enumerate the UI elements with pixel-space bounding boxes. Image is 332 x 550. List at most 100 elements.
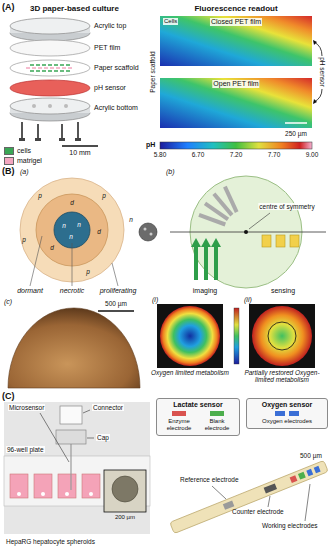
scale-label: 250 µm xyxy=(285,130,307,137)
cell-dot xyxy=(144,228,147,231)
map-caption: Partially restored Oxygen-limited metabo… xyxy=(238,369,326,384)
panel-title: Fluorescence readout xyxy=(194,4,277,13)
well xyxy=(82,474,100,498)
zone-letter: n xyxy=(129,216,133,223)
leader-line xyxy=(212,486,226,499)
arrow-head xyxy=(313,40,317,45)
image-label: Cells xyxy=(163,18,178,25)
spheroid xyxy=(89,492,93,496)
zone-letter: d xyxy=(97,228,101,235)
sensor-box: Lactate sensorEnzyme electrodeBlank elec… xyxy=(156,398,240,436)
scale-label: 200 µm xyxy=(115,514,135,521)
spheroid xyxy=(41,492,45,496)
spheroid xyxy=(17,492,21,496)
spheroid-model xyxy=(20,178,157,286)
scale-bar xyxy=(285,122,307,124)
microsensor-needle xyxy=(70,444,71,490)
subpanel-letter: (ii) xyxy=(244,296,252,304)
ph-sensor-disc xyxy=(10,80,90,96)
screw xyxy=(77,122,79,138)
scale-bar xyxy=(98,310,134,312)
paper-scaffold xyxy=(10,60,90,76)
well-hole xyxy=(48,104,52,108)
cells-stripe xyxy=(30,70,70,72)
zone-label: necrotic xyxy=(60,287,85,295)
leader-line xyxy=(40,413,69,462)
part-label: 96-well plate xyxy=(6,446,45,453)
screw-head xyxy=(75,138,81,141)
panel-title: 3D paper-based culture xyxy=(30,4,119,13)
connector xyxy=(60,406,82,424)
arrow-head xyxy=(313,99,317,104)
acrylic-top xyxy=(10,18,90,34)
legend-entry: matrigel xyxy=(4,157,42,165)
oxygen-maps xyxy=(157,304,315,368)
leader-line xyxy=(30,236,42,286)
arrow-head xyxy=(201,238,211,247)
well xyxy=(34,474,52,498)
zone-letter: n xyxy=(77,221,81,228)
screw xyxy=(61,124,63,138)
panel-letter: (B) xyxy=(2,166,15,176)
well xyxy=(58,474,76,498)
inset-photo xyxy=(104,470,146,512)
legend-swatch xyxy=(4,157,14,165)
box-heading: Lactate sensor xyxy=(160,401,236,409)
radial-bar xyxy=(225,187,237,212)
screw xyxy=(21,122,23,138)
tick-label: 9.00 xyxy=(306,151,319,158)
map-ground xyxy=(157,304,223,368)
electrode-label: Enzyme electrode xyxy=(160,411,198,432)
scale-label: 500 µm xyxy=(300,452,322,459)
pet-film xyxy=(10,40,90,56)
map-caption: Oxygen limited metabolism xyxy=(148,369,232,376)
spheroid-photo xyxy=(112,476,138,502)
cell-dot xyxy=(150,233,153,236)
map-ground xyxy=(249,304,315,368)
matrigel-stripe xyxy=(26,67,74,69)
oxygen-map xyxy=(160,306,220,366)
device-stack xyxy=(10,18,98,146)
side-label: pH sensor xyxy=(318,57,325,87)
spheroid-photo xyxy=(8,308,140,388)
scale-label: 500 µm xyxy=(105,300,127,307)
spheroid-dome xyxy=(8,308,140,388)
zone-letter: n xyxy=(62,222,66,229)
legend-text: matrigel xyxy=(17,157,42,165)
tick-label: 7.20 xyxy=(230,151,243,158)
part-label: pH sensor xyxy=(94,84,126,92)
imaging-arrow xyxy=(204,246,208,280)
plate xyxy=(4,456,150,506)
leader-line xyxy=(83,410,90,413)
well xyxy=(10,474,28,498)
acrylic-bottom xyxy=(10,98,90,114)
zone-letter: n xyxy=(69,233,73,240)
zone-letter: p xyxy=(22,236,26,243)
pointer-arrow xyxy=(314,42,322,56)
oxygen-map xyxy=(252,306,312,366)
scale-label: 10 mm xyxy=(69,149,90,157)
screw-head xyxy=(19,138,25,141)
part-label: Connector xyxy=(92,404,124,411)
subpanel-letter: (i) xyxy=(152,296,158,304)
electrode-label: Oxygen electrodes xyxy=(251,411,323,425)
pointer-arrow xyxy=(314,89,322,102)
side-label: Paper scaffold xyxy=(149,51,156,92)
zone-letter: d xyxy=(50,244,54,251)
leader-line xyxy=(249,213,270,229)
leader-line xyxy=(87,438,94,439)
zone-letter: p xyxy=(86,268,90,275)
contour xyxy=(268,322,296,350)
sensor-probe xyxy=(290,235,299,247)
legend-swatch xyxy=(4,147,14,155)
part-label: Reference electrode xyxy=(180,476,239,483)
legend-text: cells xyxy=(17,147,31,155)
well-plate-photo xyxy=(4,402,150,534)
axis-title: pH xyxy=(146,141,155,149)
annotation: imaging xyxy=(193,287,218,295)
part-label: PET film xyxy=(94,44,120,52)
leader-line xyxy=(268,496,270,507)
image-label: Closed PET film xyxy=(210,18,262,26)
zone-label: proliferating xyxy=(100,287,137,295)
